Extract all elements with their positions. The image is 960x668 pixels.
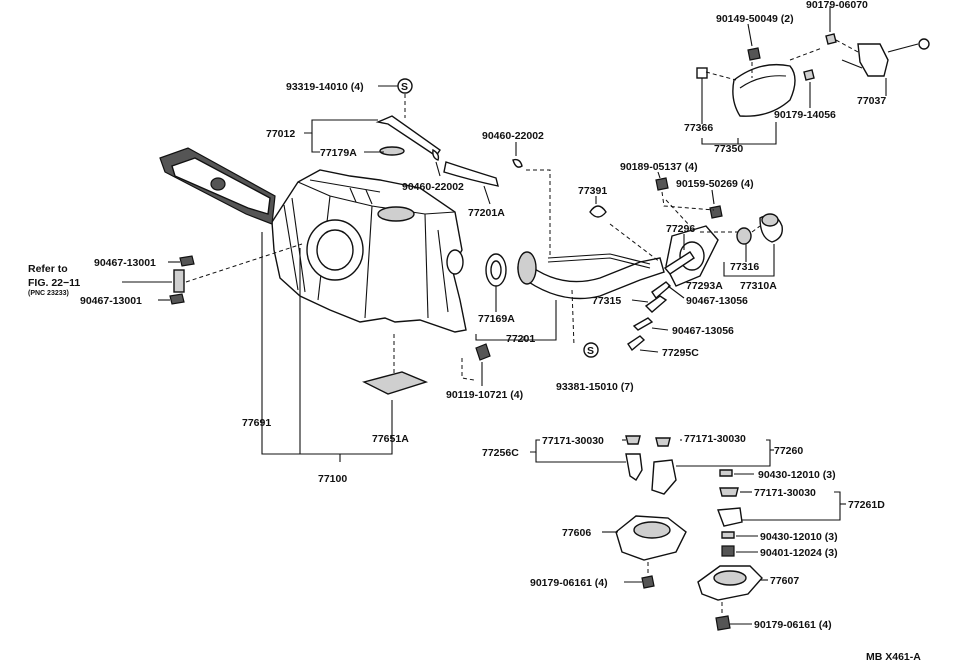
label-77295C: 77295C bbox=[662, 347, 699, 359]
breather-hose bbox=[443, 161, 499, 187]
valve-77261D bbox=[717, 507, 743, 527]
s-symbol-bottom bbox=[583, 342, 599, 358]
label-77012: 77012 bbox=[266, 128, 295, 140]
fuel-tank bbox=[271, 169, 467, 333]
label-77171-30030-a: 77171-30030 bbox=[542, 435, 604, 447]
label-77201: 77201 bbox=[506, 333, 535, 345]
label-77310A: 77310A bbox=[740, 280, 777, 292]
label-77171-30030-b: 77171-30030 bbox=[684, 433, 746, 445]
label-90189-05137: 90189-05137 (4) bbox=[620, 161, 698, 173]
clamp-90467-a bbox=[651, 281, 672, 300]
label-90119-10721: 90119-10721 (4) bbox=[446, 389, 523, 401]
grommet-a bbox=[625, 435, 641, 445]
label-77606: 77606 bbox=[562, 527, 591, 539]
gasket-inner bbox=[490, 260, 502, 280]
label-77100: 77100 bbox=[318, 473, 347, 485]
label-77350: 77350 bbox=[714, 143, 743, 155]
refer-line-3: (PNC 23233) bbox=[28, 290, 69, 297]
label-77691: 77691 bbox=[242, 417, 271, 429]
label-90401-12024: 90401-12024 (3) bbox=[760, 547, 838, 559]
label-77391: 77391 bbox=[578, 185, 607, 197]
clamp-77295C bbox=[627, 335, 646, 352]
part-labels: 90179-06070 90149-50049 (2) 77037 90179-… bbox=[28, 0, 921, 663]
clamp-left-top bbox=[179, 255, 195, 267]
label-77037: 77037 bbox=[857, 95, 886, 107]
s-symbol-top-text: S bbox=[401, 81, 408, 93]
clamp-77391 bbox=[589, 205, 607, 218]
fuel-inlet-pipe bbox=[517, 253, 665, 300]
valve-77260 bbox=[651, 459, 677, 495]
label-77296: 77296 bbox=[666, 223, 695, 235]
clip-90430-b bbox=[721, 531, 735, 539]
label-77261D: 77261D bbox=[848, 499, 885, 511]
hose-77315 bbox=[644, 295, 668, 313]
hinge-77366 bbox=[696, 67, 708, 79]
clamp-left-bottom bbox=[169, 293, 185, 305]
label-93319-14010: 93319-14010 (4) bbox=[286, 81, 364, 93]
gauge-pipe bbox=[375, 115, 441, 157]
grommet-77179A bbox=[379, 146, 405, 156]
label-77256C: 77256C bbox=[482, 447, 519, 459]
label-90460-22002-b: 90460-22002 bbox=[402, 181, 464, 193]
refer-line-1: Refer to bbox=[28, 263, 68, 275]
grommet-b bbox=[655, 437, 671, 447]
nut-90179-06161-b bbox=[715, 615, 731, 631]
bolt-90119 bbox=[475, 343, 491, 361]
label-77260: 77260 bbox=[774, 445, 803, 457]
label-93381-15010: 93381-15010 (7) bbox=[556, 381, 634, 393]
label-90149-50049: 90149-50049 (2) bbox=[716, 13, 794, 25]
bolt-90189 bbox=[655, 177, 669, 191]
gasket-77316 bbox=[736, 227, 752, 245]
pad-77651A bbox=[362, 371, 429, 395]
hose-77296 bbox=[663, 251, 695, 275]
label-90179-06161-a: 90179-06161 (4) bbox=[530, 577, 608, 589]
label-90467-13056-a: 90467-13056 bbox=[686, 295, 748, 307]
nut-90179-06161-a bbox=[641, 575, 655, 589]
heat-shield bbox=[159, 147, 276, 225]
label-90159-50269: 90159-50269 (4) bbox=[676, 178, 754, 190]
leader-lines bbox=[122, 6, 887, 625]
label-77179A: 77179A bbox=[320, 147, 357, 159]
label-77315: 77315 bbox=[592, 295, 621, 307]
label-77651A: 77651A bbox=[372, 433, 409, 445]
pipe-flange bbox=[517, 251, 537, 285]
clip-90430-a bbox=[719, 469, 733, 477]
refer-line-2: FIG. 22−11 bbox=[28, 277, 80, 289]
label-90467-13056-b: 90467-13056 bbox=[672, 325, 734, 337]
bolt-90159 bbox=[709, 205, 723, 219]
hose-refer bbox=[173, 269, 185, 293]
label-77169A: 77169A bbox=[478, 313, 515, 325]
nut-90179-06070 bbox=[825, 33, 837, 45]
label-77293A: 77293A bbox=[686, 280, 723, 292]
lid-opener bbox=[857, 43, 889, 77]
label-77316: 77316 bbox=[730, 261, 759, 273]
label-90179-06070: 90179-06070 bbox=[806, 0, 868, 11]
label-90179-14056: 90179-14056 bbox=[774, 109, 836, 121]
diagram-id: MB X461-A bbox=[866, 651, 921, 663]
clamp-90467-b bbox=[632, 317, 654, 331]
label-90467-13001-a: 90467-13001 bbox=[94, 257, 156, 269]
bolt-90401 bbox=[721, 545, 735, 557]
fuel-lid bbox=[732, 63, 796, 117]
nut-90179-14056 bbox=[803, 69, 815, 81]
label-77607: 77607 bbox=[770, 575, 799, 587]
label-90467-13001-b: 90467-13001 bbox=[80, 295, 142, 307]
grommet-c bbox=[719, 487, 739, 497]
s-symbol-bottom-text: S bbox=[587, 345, 594, 357]
label-77201A: 77201A bbox=[468, 207, 505, 219]
screw-90149 bbox=[747, 47, 761, 61]
label-90179-06161-b: 90179-06161 (4) bbox=[754, 619, 832, 631]
clamp-hose bbox=[512, 158, 523, 168]
valve-77256C bbox=[625, 453, 643, 481]
clamp-upper bbox=[432, 148, 440, 161]
label-90430-12010-a: 90430-12010 (3) bbox=[758, 469, 836, 481]
label-77366: 77366 bbox=[684, 122, 713, 134]
label-90460-22002-a: 90460-22002 bbox=[482, 130, 544, 142]
label-90430-12010-b: 90430-12010 (3) bbox=[760, 531, 838, 543]
label-77171-30030-c: 77171-30030 bbox=[754, 487, 816, 499]
